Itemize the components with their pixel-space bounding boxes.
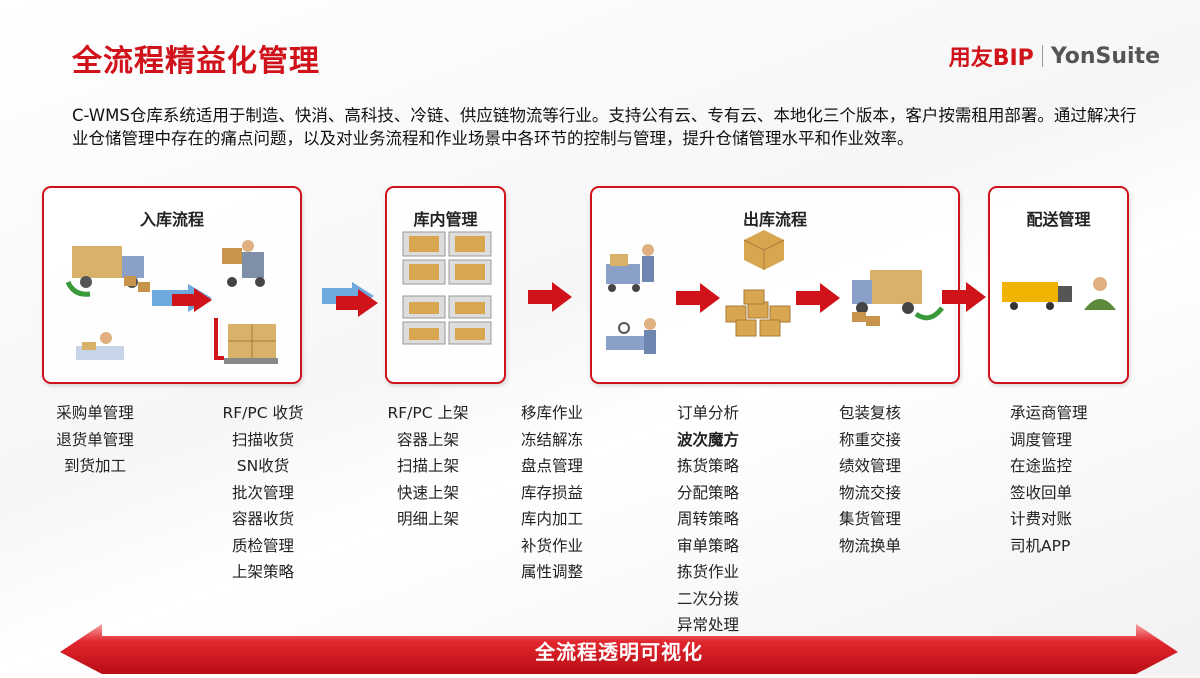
forklift-icon <box>222 240 265 287</box>
page-title: 全流程精益化管理 <box>72 44 320 79</box>
feature-item: 二次分拨 <box>676 589 739 608</box>
description: C-WMS仓库系统适用于制造、快消、高科技、冷链、供应链物流等行业。支持公有云、… <box>72 106 1137 148</box>
feature-item: RF/PC 上架 <box>387 404 469 422</box>
feature-item: 快速上架 <box>396 483 459 502</box>
stage-title: 库内管理 <box>413 210 478 229</box>
feature-list-receiving: RF/PC 收货 扫描收货 SN收货 批次管理 容器收货 质检管理 上架策略 <box>210 400 316 586</box>
picking-cart-icon <box>606 244 654 292</box>
feature-item: 到货加工 <box>63 457 126 475</box>
feature-item: 容器收货 <box>231 510 294 528</box>
visibility-banner: 全流程透明可视化 <box>60 622 1178 674</box>
box-icon <box>743 230 785 270</box>
feature-item: 补货作业 <box>520 536 583 555</box>
delivery-truck-driver-icon <box>1002 277 1116 310</box>
feature-item: 订单分析 <box>676 404 739 422</box>
feature-item: 绩效管理 <box>838 457 901 475</box>
feature-item: 周转策略 <box>676 510 739 528</box>
feature-item: RF/PC 收货 <box>222 404 304 422</box>
stage-warehouse: 库内管理 <box>385 186 506 384</box>
feature-item: 库内加工 <box>520 510 583 528</box>
feature-item: 移库作业 <box>520 404 583 422</box>
feature-item: 质检管理 <box>231 536 294 555</box>
flow-arrow-1 <box>322 282 378 317</box>
feature-item: 容器上架 <box>396 430 459 449</box>
feature-item: 冻结解冻 <box>520 430 583 449</box>
worker-desk-icon <box>76 332 124 360</box>
flow-arrow-2 <box>528 282 572 312</box>
feature-item: 审单策略 <box>676 536 739 555</box>
feature-item: 异常处理 <box>676 616 739 634</box>
stage-title: 配送管理 <box>1026 210 1091 229</box>
feature-list-shipping: 包装复核 称重交接 绩效管理 物流交接 集货管理 物流换单 <box>820 400 920 559</box>
feature-item: 包装复核 <box>838 404 901 422</box>
feature-item: 波次魔方 <box>676 430 739 449</box>
feature-item: 退货单管理 <box>56 430 134 449</box>
feature-item: 物流交接 <box>838 483 901 502</box>
feature-item: 采购单管理 <box>56 404 134 422</box>
logo-cn: 用友BIP <box>948 46 1034 71</box>
feature-list-inbound-orders: 采购单管理 退货单管理 到货加工 <box>42 400 148 480</box>
stage-outbound: 出库流程 <box>590 186 960 384</box>
brand-logo: 用友BIP YonSuite <box>949 40 1160 72</box>
feature-list-putaway: RF/PC 上架 容器上架 扫描上架 快速上架 明细上架 <box>376 400 480 533</box>
feature-item: 扫描上架 <box>396 457 459 475</box>
feature-item: 计费对账 <box>1010 510 1073 528</box>
feature-list-delivery: 承运商管理 调度管理 在途监控 签收回单 计费对账 司机APP <box>1010 400 1114 559</box>
stage-inbound: 入库流程 <box>42 186 302 384</box>
feature-item: 明细上架 <box>396 510 459 528</box>
feature-item: 集货管理 <box>838 510 901 528</box>
stage-title: 出库流程 <box>742 210 807 229</box>
feature-item: 承运商管理 <box>1010 404 1088 422</box>
feature-item: 在途监控 <box>1010 457 1073 475</box>
boxes-stack-icon <box>725 289 791 337</box>
feature-item: 司机APP <box>1010 536 1071 555</box>
feature-item: 签收回单 <box>1010 483 1073 502</box>
stage-delivery: 配送管理 <box>988 186 1129 384</box>
feature-item: 上架策略 <box>231 563 294 581</box>
feature-item: SN收货 <box>236 457 290 475</box>
truck-loading-icon <box>852 270 944 326</box>
feature-item: 称重交接 <box>838 430 901 449</box>
feature-list-inventory: 移库作业 冻结解冻 盘点管理 库存损益 库内加工 补货作业 属性调整 <box>502 400 602 586</box>
logo-divider <box>1041 45 1043 67</box>
banner-text: 全流程透明可视化 <box>535 640 703 664</box>
flow-arrow-3 <box>676 283 720 313</box>
scanning-worker-icon <box>606 318 656 354</box>
feature-item: 物流换单 <box>838 536 901 555</box>
feature-item: 调度管理 <box>1010 430 1073 449</box>
double-arrow-shape <box>60 624 1178 674</box>
feature-item: 库存损益 <box>520 483 583 502</box>
feature-item: 扫描收货 <box>231 430 294 449</box>
feature-item: 拣货策略 <box>676 457 739 475</box>
feature-item: 批次管理 <box>231 483 294 502</box>
flow-arrow-5 <box>942 282 986 312</box>
warehouse-shelves-icon <box>402 231 492 345</box>
arrow-icon <box>152 284 212 312</box>
feature-item: 分配策略 <box>676 483 739 502</box>
feature-item: 属性调整 <box>520 563 583 581</box>
feature-item: 盘点管理 <box>520 457 583 475</box>
flow-arrow-4 <box>796 283 840 313</box>
logo-en: YonSuite <box>1050 43 1160 69</box>
pallet-jack-icon <box>214 318 278 364</box>
stage-title: 入库流程 <box>139 210 204 229</box>
feature-list-outbound: 订单分析 波次魔方 拣货策略 分配策略 周转策略 审单策略 拣货作业 二次分拨 … <box>658 400 758 639</box>
feature-item: 拣货作业 <box>676 563 739 581</box>
truck-unloading-icon <box>65 246 150 297</box>
